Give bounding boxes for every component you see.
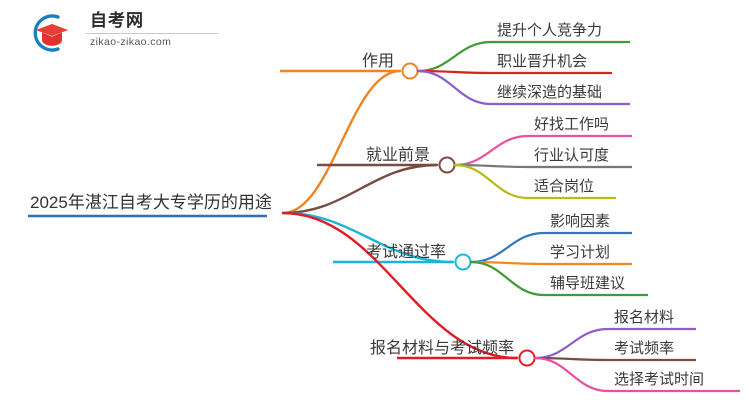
leaf-node-label-2-2[interactable]: 辅导班建议 [550, 275, 626, 292]
graduation-cap-icon [28, 12, 74, 54]
leaf-node-label-2-0[interactable]: 影响因素 [550, 213, 611, 230]
leaf-connector-3-0 [533, 327, 610, 360]
logo-title: 自考网 [90, 11, 144, 30]
branch-connector-1 [281, 163, 439, 215]
leaf-node-label-1-0[interactable]: 好找工作吗 [534, 116, 610, 133]
leaf-connector-3-2 [533, 356, 610, 393]
leaf-node-label-3-0[interactable]: 报名材料 [614, 309, 675, 326]
branch-connector-3 [281, 211, 519, 360]
branch-node-1[interactable] [438, 156, 456, 174]
root-node-label[interactable]: 2025年湛江自考大专学历的用途 [30, 193, 272, 212]
leaf-node-label-1-1[interactable]: 行业认可度 [534, 147, 610, 164]
leaf-node-label-3-1[interactable]: 考试频率 [614, 340, 675, 357]
logo-domain: zikao-zikao.com [90, 36, 172, 48]
leaf-node-label-0-1[interactable]: 职业晋升机会 [497, 53, 588, 70]
logo-text-block: 自考网 zikao-zikao.com [86, 10, 226, 54]
branch-node-2[interactable] [454, 253, 472, 271]
logo-divider [86, 33, 218, 34]
branch-node-label-2[interactable]: 考试通过率 [366, 244, 447, 261]
leaf-connector-2-2 [469, 260, 546, 297]
branch-connector-0 [281, 69, 402, 215]
leaf-connector-1-0 [453, 134, 530, 167]
leaf-node-label-2-1[interactable]: 学习计划 [550, 244, 611, 261]
leaf-connector-1-2 [453, 163, 530, 200]
leaf-node-label-0-0[interactable]: 提升个人竞争力 [497, 22, 603, 39]
site-logo: 自考网 zikao-zikao.com [28, 10, 228, 56]
leaf-node-label-3-2[interactable]: 选择考试时间 [614, 371, 705, 388]
leaf-node-label-0-2[interactable]: 继续深造的基础 [497, 84, 603, 101]
branch-node-3[interactable] [518, 349, 536, 367]
leaf-connector-0-0 [416, 40, 493, 73]
branch-node-label-3[interactable]: 报名材料与考试频率 [370, 340, 515, 357]
branch-node-0[interactable] [401, 62, 419, 80]
leaf-connector-0-2 [416, 69, 493, 106]
branch-node-label-0[interactable]: 作用 [362, 53, 395, 70]
branch-node-label-1[interactable]: 就业前景 [366, 147, 431, 164]
leaf-connector-2-0 [469, 231, 546, 264]
leaf-node-label-1-2[interactable]: 适合岗位 [534, 178, 595, 195]
